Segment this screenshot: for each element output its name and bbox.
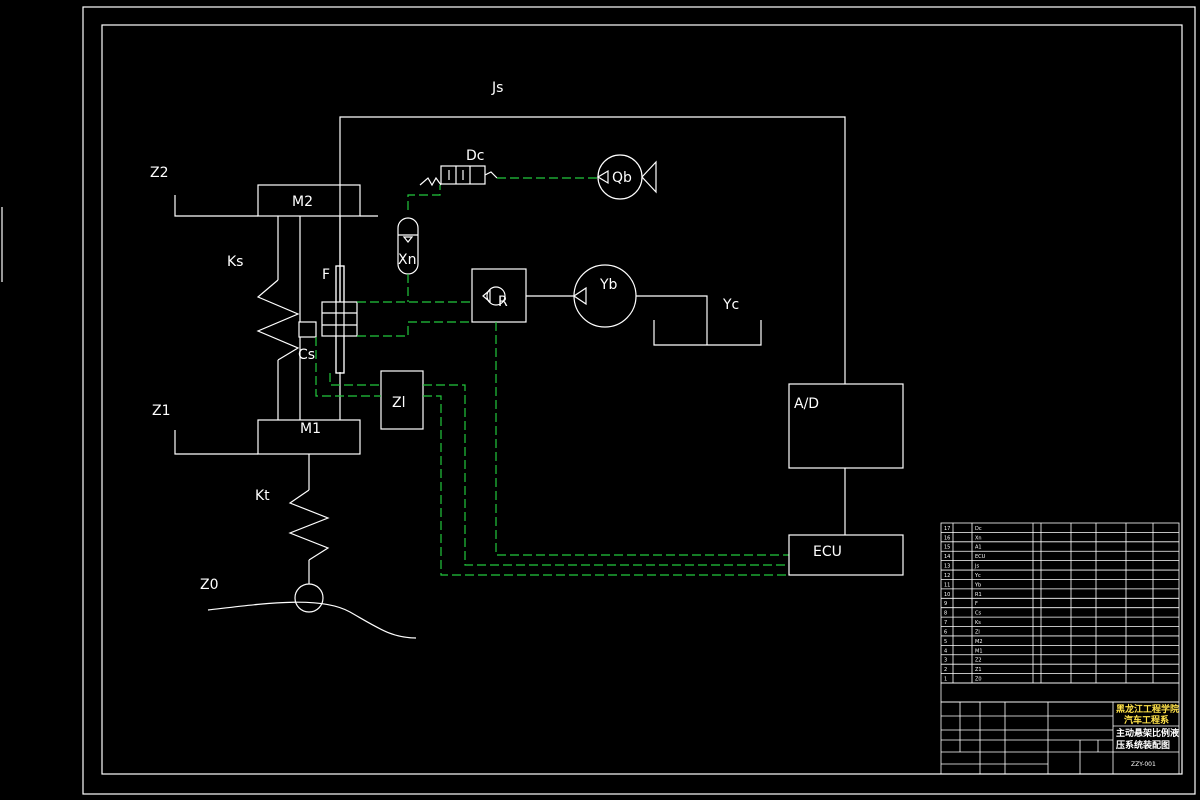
parts-row-number: 11	[944, 582, 950, 588]
parts-row-number: 16	[944, 535, 950, 541]
cs-damper	[298, 321, 317, 338]
label-f: F	[322, 267, 330, 283]
parts-row-code: M1	[975, 648, 983, 654]
label-cs: Cs	[298, 347, 315, 363]
js-frame-line	[339, 116, 846, 384]
parts-header-row	[940, 682, 1180, 703]
school-name: 黑龙江工程学院	[1116, 703, 1179, 715]
label-z0: Z0	[200, 577, 219, 593]
drawing-title-line2: 压系统装配图	[1116, 739, 1170, 751]
parts-row-number: 4	[944, 648, 947, 654]
qb-outlet-triangle	[641, 160, 657, 194]
r-valve-arrow	[482, 288, 491, 304]
z2-body-line	[174, 195, 258, 217]
ks-spring	[256, 279, 300, 361]
z1-axle-line	[174, 430, 258, 455]
title-main-frame	[940, 701, 1180, 775]
label-qb: Qb	[612, 170, 632, 186]
f-to-zl-line	[329, 373, 381, 386]
label-z2: Z2	[150, 165, 169, 181]
label-r: R	[498, 294, 508, 310]
label-zl: Zl	[392, 395, 405, 411]
label-kt: Kt	[255, 488, 270, 504]
parts-row-number: 7	[944, 620, 947, 626]
label-yb: Yb	[599, 277, 618, 293]
parts-row-number: 13	[944, 564, 950, 570]
kt-tire-spring	[288, 489, 330, 561]
parts-row-code: Yb	[974, 582, 981, 588]
label-xn: Xn	[398, 252, 416, 268]
f-actuator-cylinder	[321, 301, 358, 337]
xn-membrane-arrow	[402, 236, 414, 243]
f-return-line	[357, 321, 472, 337]
parts-row-code: Zl	[975, 629, 980, 635]
r-to-ecu-line	[495, 322, 789, 556]
xn-to-dc-line	[407, 185, 441, 210]
parts-row-code: Z0	[975, 677, 982, 683]
parts-row-code: F	[975, 601, 978, 607]
parts-row-code: M2	[975, 639, 983, 645]
m2-sprung-mass	[257, 184, 361, 217]
zl-to-ecu-line-1	[423, 384, 789, 566]
parts-row-code: ECU	[975, 554, 986, 560]
label-m2: M2	[292, 194, 313, 210]
parts-row-code: A1	[975, 545, 982, 551]
label-yc: Yc	[722, 297, 739, 313]
parts-row-number: 17	[944, 526, 950, 532]
yb-inlet-arrow	[572, 286, 587, 306]
parts-row-code: Cs	[975, 611, 981, 617]
parts-row-code: Z1	[975, 667, 982, 673]
parts-row-code: Dc	[975, 526, 982, 532]
f-piston-rod-front	[335, 265, 345, 374]
yb-to-yc-line	[636, 295, 708, 345]
parts-row-code: Xn	[975, 535, 982, 541]
wheel-contact	[294, 583, 324, 613]
label-ecu: ECU	[813, 544, 842, 560]
department-name: 汽车工程系	[1124, 714, 1169, 726]
parts-row-code: R1	[975, 592, 982, 598]
zl-to-ecu-line-2	[423, 395, 789, 576]
label-ks: Ks	[227, 254, 243, 270]
qb-inlet-arrow	[596, 169, 609, 185]
parts-row-number: 1	[944, 677, 947, 683]
r-valve-check	[486, 286, 506, 306]
parts-row-number: 9	[944, 601, 947, 607]
parts-row-number: 8	[944, 611, 947, 617]
parts-row-number: 10	[944, 592, 950, 598]
ad-converter	[788, 383, 904, 469]
label-js: Js	[491, 80, 503, 96]
label-z1: Z1	[152, 403, 171, 419]
parts-row-code: Z2	[975, 658, 982, 664]
parts-row-number: 2	[944, 667, 947, 673]
yb-pump	[573, 264, 637, 328]
drawing-number: ZZY-001	[1131, 761, 1156, 768]
parts-row-number: 15	[944, 545, 950, 551]
parts-row-code: Yc	[974, 573, 981, 579]
label-m1: M1	[300, 421, 321, 437]
inner-border	[101, 24, 1183, 775]
parts-row-number: 12	[944, 573, 950, 579]
parts-row-number: 6	[944, 629, 947, 635]
label-dc: Dc	[466, 148, 484, 164]
drawing-title-line1: 主动悬架比例液	[1116, 727, 1180, 739]
parts-row-code: Ks	[975, 620, 981, 626]
label-ad: A/D	[794, 396, 819, 412]
ecu-box	[788, 534, 904, 576]
cs-to-zl-line	[315, 337, 381, 397]
parts-row-code: Js	[974, 564, 979, 570]
parts-row-number: 3	[944, 658, 947, 664]
outer-border	[82, 6, 1196, 795]
parts-row-number: 5	[944, 639, 947, 645]
xn-accumulator	[397, 217, 419, 275]
dc-spring-symbol	[419, 176, 442, 187]
dc-solenoid	[484, 171, 498, 179]
zl-sensor	[380, 370, 424, 430]
yc-oil-tank	[653, 320, 762, 346]
road-profile	[207, 601, 417, 639]
parts-row-number: 14	[944, 554, 950, 560]
